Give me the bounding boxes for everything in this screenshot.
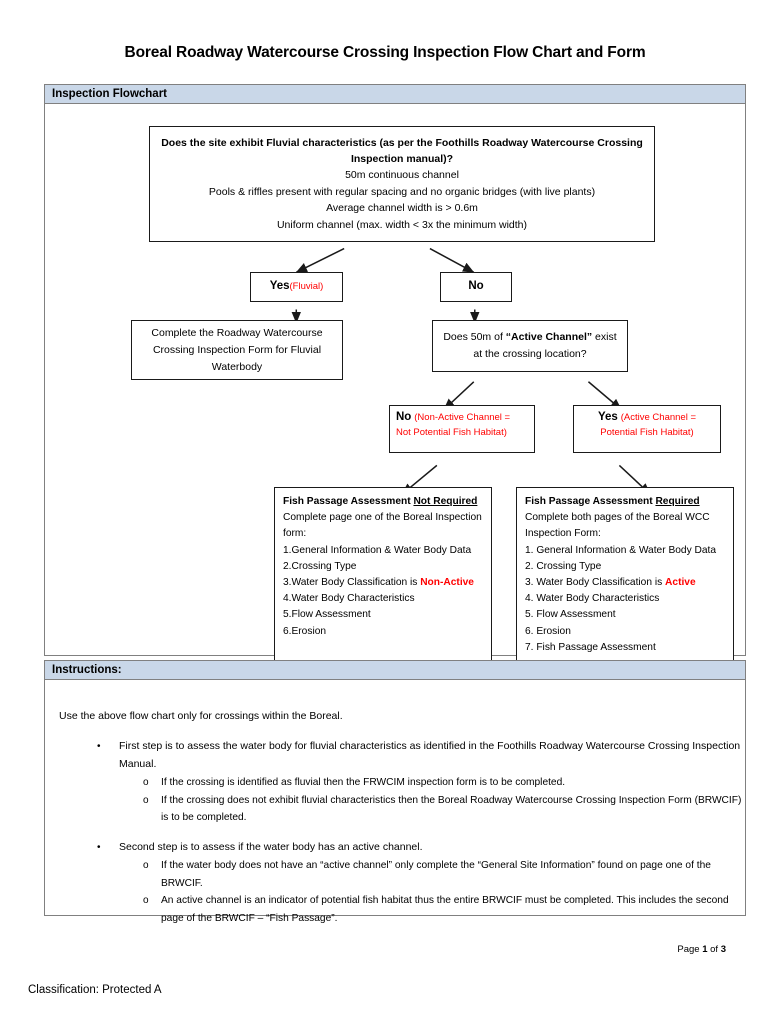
instruction-subitem-2a-text: If the water body does not have an “acti…	[161, 860, 711, 889]
instruction-subitem-1b: o If the crossing does not exhibit fluvi…	[45, 792, 745, 827]
instruction-first-step-text: First step is to assess the water body f…	[119, 740, 741, 770]
detail-right-intro-2: Inspection Form:	[525, 528, 601, 540]
yes-active-note-2: Potential Fish Habitat)	[600, 427, 694, 438]
active-question-quoted: “Active Channel”	[505, 331, 593, 343]
yes-active-label: Yes	[598, 411, 618, 423]
flow-box-no: No	[440, 272, 512, 302]
instruction-item-second-step: • Second step is to assess if the water …	[45, 839, 745, 857]
root-criterion-3: Average channel width is > 0.6m	[326, 202, 478, 214]
subbullet-glyph-icon: o	[143, 860, 149, 871]
detail-left-item-5: 5.Flow Assessment	[283, 609, 371, 621]
page-title: Boreal Roadway Watercourse Crossing Insp…	[124, 44, 646, 61]
flowchart-canvas: Does the site exhibit Fluvial characteri…	[45, 104, 745, 674]
fluvial-outcome-text: Complete the Roadway Watercourse Crossin…	[151, 326, 323, 373]
instruction-second-step-text: Second step is to assess if the water bo…	[119, 840, 423, 853]
detail-right-item-3-highlight: Active	[665, 577, 696, 589]
inspection-flowchart-section: Inspection Flowchart	[44, 84, 746, 662]
detail-left-item-3-highlight: Non-Active	[420, 577, 474, 589]
page-number-of: of	[707, 944, 721, 955]
instruction-subitem-1a: o If the crossing is identified as fluvi…	[45, 774, 745, 792]
no-non-active-label: No	[396, 411, 412, 423]
instructions-section-header: Instructions:	[45, 661, 745, 680]
detail-right-title-underlined: Required	[655, 496, 700, 507]
root-criterion-4: Uniform channel (max. width < 3x the min…	[276, 218, 528, 231]
instructions-body: Use the above flow chart only for crossi…	[45, 680, 745, 934]
flow-box-detail-not-required: Fish Passage Assessment Not Required Com…	[274, 487, 492, 662]
instruction-item-first-step: • First step is to assess the water body…	[45, 738, 745, 773]
detail-right-item-2: 2. Crossing Type	[525, 560, 602, 572]
detail-left-item-1: 1.General Information & Water Body Data	[283, 544, 472, 556]
detail-left-item-3: 3.Water Body Classification is Non-Activ…	[283, 575, 483, 591]
list-spacer	[45, 827, 745, 839]
root-criterion-1: 50m continuous channel	[345, 169, 459, 181]
flow-box-root-question: Does the site exhibit Fluvial characteri…	[149, 126, 655, 242]
flow-box-detail-required: Fish Passage Assessment Required Complet…	[516, 487, 734, 662]
active-question-part2: exist	[592, 331, 617, 343]
yes-fluvial-note: (Fluvial)	[289, 281, 324, 293]
flow-box-no-non-active: No (Non-Active Channel = Not Potential F…	[389, 405, 535, 453]
no-label: No	[468, 280, 484, 293]
detail-left-title-plain: Fish Passage Assessment	[283, 496, 414, 507]
instruction-subitem-1a-text: If the crossing is identified as fluvial…	[161, 777, 566, 788]
instructions-list: • First step is to assess the water body…	[45, 738, 745, 927]
classification-label: Classification: Protected A	[28, 984, 162, 996]
subbullet-glyph-icon: o	[143, 794, 149, 806]
bullet-glyph-icon: •	[97, 841, 101, 853]
detail-right-item-3: 3. Water Body Classification is Active	[525, 575, 725, 591]
flow-box-yes-fluvial: Yes(Fluvial)	[250, 272, 343, 302]
page-number-total: 3	[720, 944, 726, 955]
instructions-lead-text: Use the above flow chart only for crossi…	[59, 710, 343, 722]
detail-left-item-6: 6.Erosion	[283, 625, 327, 637]
flow-box-yes-active: Yes (Active Channel = Potential Fish Hab…	[573, 405, 721, 453]
subbullet-glyph-icon: o	[143, 895, 149, 906]
bullet-glyph-icon: •	[97, 741, 101, 752]
root-criterion-2: Pools & riffles present with regular spa…	[208, 185, 596, 198]
page-number-current: 1	[702, 944, 708, 955]
detail-right-intro-1: Complete both pages of the Boreal WCC	[525, 512, 710, 524]
instruction-subitem-2a: o If the water body does not have an “ac…	[45, 857, 745, 892]
active-question-line2: at the crossing location?	[473, 348, 587, 360]
detail-left-item-4: 4.Water Body Characteristics	[283, 593, 415, 605]
page-number: Page 1 of 3	[677, 944, 726, 955]
instructions-section: Instructions: Use the above flow chart o…	[44, 660, 746, 924]
flowchart-section-header: Inspection Flowchart	[45, 85, 745, 104]
page-number-prefix: Page	[677, 944, 703, 955]
instruction-subitem-1b-text: If the crossing does not exhibit fluvial…	[161, 794, 742, 824]
detail-right-title-plain: Fish Passage Assessment	[525, 496, 656, 507]
no-non-active-note-2: Not Potential Fish Habitat)	[396, 427, 507, 438]
detail-left-intro-1: Complete page one of the Boreal Inspecti…	[283, 512, 482, 524]
root-question-text: Does the site exhibit Fluvial characteri…	[161, 137, 643, 165]
detail-left-title-underlined: Not Required	[413, 496, 478, 507]
detail-left-item-2: 2.Crossing Type	[283, 560, 357, 572]
detail-right-item-5: 5. Flow Assessment	[525, 609, 616, 621]
detail-right-item-3-prefix: 3. Water Body Classification is	[525, 577, 666, 589]
active-question-part1: Does 50m of	[443, 331, 506, 343]
detail-left-intro-2: form:	[283, 528, 307, 540]
detail-right-item-7: 7. Fish Passage Assessment	[525, 641, 656, 653]
flow-box-fluvial-outcome: Complete the Roadway Watercourse Crossin…	[131, 320, 343, 380]
detail-right-item-6: 6. Erosion	[525, 625, 571, 637]
detail-left-item-3-prefix: 3.Water Body Classification is	[283, 577, 421, 589]
detail-right-item-1: 1. General Information & Water Body Data	[525, 544, 717, 556]
no-non-active-note-1: (Non-Active Channel =	[414, 412, 511, 423]
yes-active-note-1: (Active Channel =	[620, 412, 696, 423]
subbullet-glyph-icon: o	[143, 777, 149, 788]
instruction-subitem-2b-text: An active channel is an indicator of pot…	[161, 895, 729, 924]
detail-right-item-4: 4. Water Body Characteristics	[525, 593, 660, 605]
flow-box-active-channel-question: Does 50m of “Active Channel” exist at th…	[432, 320, 628, 372]
instruction-subitem-2b: o An active channel is an indicator of p…	[45, 892, 745, 927]
yes-fluvial-label: Yes	[269, 280, 290, 293]
